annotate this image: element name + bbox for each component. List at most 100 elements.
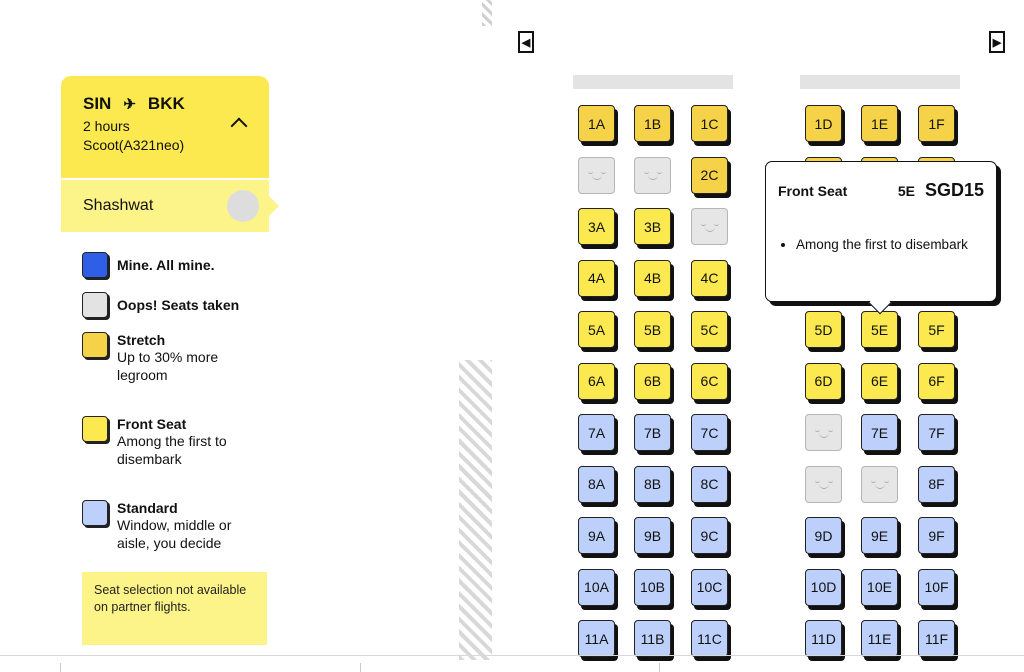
- legend-item-mine: Mine. All mine.: [82, 252, 272, 292]
- seat-10d[interactable]: 10D: [805, 568, 842, 606]
- seat-11e[interactable]: 11E: [861, 620, 898, 657]
- flight-route: SIN ✈ BKK: [83, 94, 247, 114]
- seat-9c[interactable]: 9C: [691, 517, 728, 554]
- flight-aircraft: Scoot(A321neo): [83, 137, 185, 153]
- seat-1a[interactable]: 1A: [578, 105, 615, 142]
- legend-item-standard: Standard Window, middle or aisle, you de…: [82, 500, 272, 560]
- seat-10f[interactable]: 10F: [918, 568, 955, 606]
- passenger-tab[interactable]: Shashwat: [61, 180, 279, 232]
- legend-item-taken: Oops! Seats taken: [82, 292, 272, 332]
- footer-tick: [60, 663, 61, 672]
- seat-7f[interactable]: 7F: [918, 414, 955, 451]
- seat-5e[interactable]: 5E: [861, 311, 898, 348]
- legend-title: Standard: [117, 500, 178, 516]
- legend-swatch-mine: [82, 252, 108, 278]
- seat-2b: [634, 156, 671, 194]
- seat-11b[interactable]: 11B: [634, 620, 671, 657]
- bottom-divider: [0, 655, 1024, 656]
- seat-10a[interactable]: 10A: [578, 568, 615, 606]
- seat-6c[interactable]: 6C: [691, 362, 728, 400]
- seat-7a[interactable]: 7A: [578, 414, 615, 451]
- legend-title: Front Seat: [117, 416, 187, 432]
- seat-11c[interactable]: 11C: [691, 620, 728, 657]
- arrow-left-icon[interactable]: ◀: [518, 31, 534, 53]
- legend-swatch-taken: [82, 292, 108, 318]
- seat-1d[interactable]: 1D: [805, 105, 842, 142]
- seat-tooltip: Front Seat 5E SGD15 Among the first to d…: [765, 161, 997, 315]
- seat-8b[interactable]: 8B: [634, 465, 671, 503]
- seat-5a[interactable]: 5A: [578, 311, 615, 348]
- seat-6d[interactable]: 6D: [805, 362, 842, 400]
- flight-duration: 2 hours: [83, 118, 130, 134]
- seat-taken-face-icon: [698, 220, 722, 234]
- seat-1f[interactable]: 1F: [918, 105, 955, 142]
- cabin-section-bar-right: [800, 75, 960, 89]
- seat-6a[interactable]: 6A: [578, 362, 615, 400]
- legend-title: Oops! Seats taken: [117, 297, 240, 313]
- legend-swatch-front: [82, 416, 108, 442]
- legend-subtitle: Window, middle or aisle, you decide: [117, 517, 232, 551]
- plane-icon: ✈: [123, 96, 136, 113]
- seat-3a[interactable]: 3A: [578, 208, 615, 245]
- seat-7c[interactable]: 7C: [691, 414, 728, 451]
- tooltip-benefit: Among the first to disembark: [796, 235, 984, 254]
- cabin-section-bar-left: [573, 75, 733, 89]
- seat-10c[interactable]: 10C: [691, 568, 728, 606]
- seat-2a: [578, 156, 615, 194]
- seat-9a[interactable]: 9A: [578, 517, 615, 554]
- seat-8c[interactable]: 8C: [691, 465, 728, 503]
- seat-11a[interactable]: 11A: [578, 620, 615, 657]
- seat-4a[interactable]: 4A: [578, 259, 615, 297]
- seat-8a[interactable]: 8A: [578, 465, 615, 503]
- seat-7b[interactable]: 7B: [634, 414, 671, 451]
- seat-1e[interactable]: 1E: [861, 105, 898, 142]
- partner-flight-notice: Seat selection not available on partner …: [82, 572, 267, 645]
- legend-subtitle: Among the first to disembark: [117, 433, 227, 467]
- seat-7e[interactable]: 7E: [861, 414, 898, 451]
- footer-tick: [659, 663, 660, 672]
- seat-8f[interactable]: 8F: [918, 465, 955, 503]
- seat-4c[interactable]: 4C: [691, 259, 728, 297]
- legend-item-stretch: Stretch Up to 30% more legroom: [82, 332, 272, 416]
- seat-5d[interactable]: 5D: [805, 311, 842, 348]
- seat-11f[interactable]: 11F: [918, 620, 955, 657]
- legend-swatch-standard: [82, 500, 108, 526]
- seat-3c: [691, 208, 728, 245]
- seat-taken-face-icon: [585, 168, 609, 182]
- seat-6b[interactable]: 6B: [634, 362, 671, 400]
- seat-1b[interactable]: 1B: [634, 105, 671, 142]
- seat-10e[interactable]: 10E: [861, 568, 898, 606]
- tooltip-seat-id: 5E: [897, 183, 915, 199]
- seat-5c[interactable]: 5C: [691, 311, 728, 348]
- seat-5f[interactable]: 5F: [918, 311, 955, 348]
- passenger-name: Shashwat: [83, 197, 154, 214]
- seat-10b[interactable]: 10B: [634, 568, 671, 606]
- seat-9b[interactable]: 9B: [634, 517, 671, 554]
- tooltip-price: SGD15: [924, 180, 984, 200]
- seat-6f[interactable]: 6F: [918, 362, 955, 400]
- seat-taken-face-icon: [812, 426, 836, 440]
- seat-taken-face-icon: [868, 477, 892, 491]
- seat-4b[interactable]: 4B: [634, 259, 671, 297]
- seat-6e[interactable]: 6E: [861, 362, 898, 400]
- tooltip-seat-type: Front Seat: [778, 183, 848, 199]
- seat-2c[interactable]: 2C: [691, 156, 728, 194]
- seat-11d[interactable]: 11D: [805, 620, 842, 657]
- seat-taken-face-icon: [641, 168, 665, 182]
- divider-stripe-top: [482, 0, 492, 26]
- legend-title: Stretch: [117, 332, 166, 348]
- passenger-seat-indicator: [227, 190, 259, 222]
- seat-8e: [861, 465, 898, 503]
- seat-1c[interactable]: 1C: [691, 105, 728, 142]
- destination-code: BKK: [147, 94, 185, 113]
- seat-9f[interactable]: 9F: [918, 517, 955, 554]
- seat-9d[interactable]: 9D: [805, 517, 842, 554]
- seat-legend: Mine. All mine. Oops! Seats taken Stretc…: [82, 252, 272, 560]
- seat-3b[interactable]: 3B: [634, 208, 671, 245]
- seat-7d: [805, 414, 842, 451]
- flight-summary-card: SIN ✈ BKK 2 hours Scoot(A321neo): [61, 76, 269, 178]
- seat-5b[interactable]: 5B: [634, 311, 671, 348]
- seat-9e[interactable]: 9E: [861, 517, 898, 554]
- legend-subtitle: Up to 30% more legroom: [117, 349, 219, 383]
- arrow-right-icon[interactable]: ▶: [989, 31, 1005, 53]
